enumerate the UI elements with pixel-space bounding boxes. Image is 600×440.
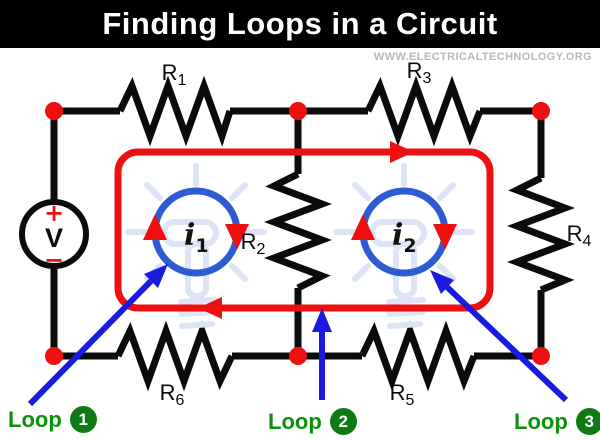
voltage-source: + V −: [19, 199, 89, 274]
loop3-arrow-left-icon: [198, 297, 222, 319]
resistor-R6-label: R6: [160, 380, 185, 409]
voltage-source-plus: +: [44, 199, 64, 227]
node-bottom-right: [532, 347, 550, 365]
loop3-label: Loop 3: [514, 408, 600, 435]
loop1-label: Loop 1: [8, 406, 97, 433]
loop1-pointer-line: [27, 278, 154, 407]
loop1-pointer-arrowhead-icon: [144, 264, 168, 288]
resistor-R3-label: R3: [407, 58, 432, 87]
loop3-path: [114, 141, 494, 319]
loop2-label-text: Loop: [268, 408, 322, 434]
current-i1-arrow-up-icon: [143, 214, 167, 240]
loop3-number-badge: 3: [575, 408, 600, 435]
current-i1-label: i1: [184, 218, 209, 257]
loop2-number-badge: 2: [329, 408, 357, 435]
resistor-R4: [507, 174, 575, 294]
resistor-R4-label: R4: [567, 221, 592, 250]
resistor-R1: [116, 75, 234, 147]
site-watermark: WWW.ELECTRICALTECHNOLOGY.ORG: [373, 51, 592, 63]
resistor-R1-label: R1: [162, 60, 187, 89]
resistor-R2-label: R2: [241, 229, 266, 258]
node-bottom-middle: [289, 347, 307, 365]
current-i1-arrow-down-icon: [225, 224, 249, 250]
loop-pointers: [27, 264, 569, 407]
current-i2-arrow-up-icon: [351, 214, 375, 240]
current-i2-label: i2: [392, 218, 417, 257]
resistor-R2: [264, 170, 332, 292]
resistor-R5-label: R5: [390, 380, 415, 409]
loop1-number-badge: 1: [69, 406, 97, 433]
loop2-pointer-arrowhead-icon: [312, 308, 332, 332]
current-i1-circle: [151, 187, 241, 277]
loop3-label-text: Loop: [514, 408, 568, 434]
loop2-label: Loop 2: [268, 408, 357, 435]
page-title: Finding Loops in a Circuit: [102, 6, 498, 41]
mesh-current-1: i1: [143, 187, 249, 277]
voltage-source-symbol: V: [45, 223, 63, 253]
mesh-current-2: i2: [351, 187, 457, 277]
current-i2-arrow-down-icon: [433, 224, 457, 250]
junction-nodes: [45, 102, 550, 365]
node-top-left: [45, 102, 63, 120]
title-banner: Finding Loops in a Circuit: [0, 0, 600, 48]
voltage-source-circle: [19, 199, 89, 269]
resistor-R6: [114, 320, 236, 392]
node-top-right: [532, 102, 550, 120]
resistor-R5: [358, 320, 478, 392]
voltage-source-minus: −: [44, 246, 64, 274]
loop3-pointer-arrowhead-icon: [430, 270, 454, 294]
loop3-pointer-line: [444, 284, 569, 403]
current-i2-circle: [359, 187, 449, 277]
resistor-R3: [364, 75, 484, 147]
loop3-arrow-right-icon: [390, 141, 414, 163]
loop1-label-text: Loop: [8, 406, 62, 432]
node-bottom-left: [45, 347, 63, 365]
loop3-rectangle: [114, 148, 494, 312]
node-top-middle: [289, 102, 307, 120]
